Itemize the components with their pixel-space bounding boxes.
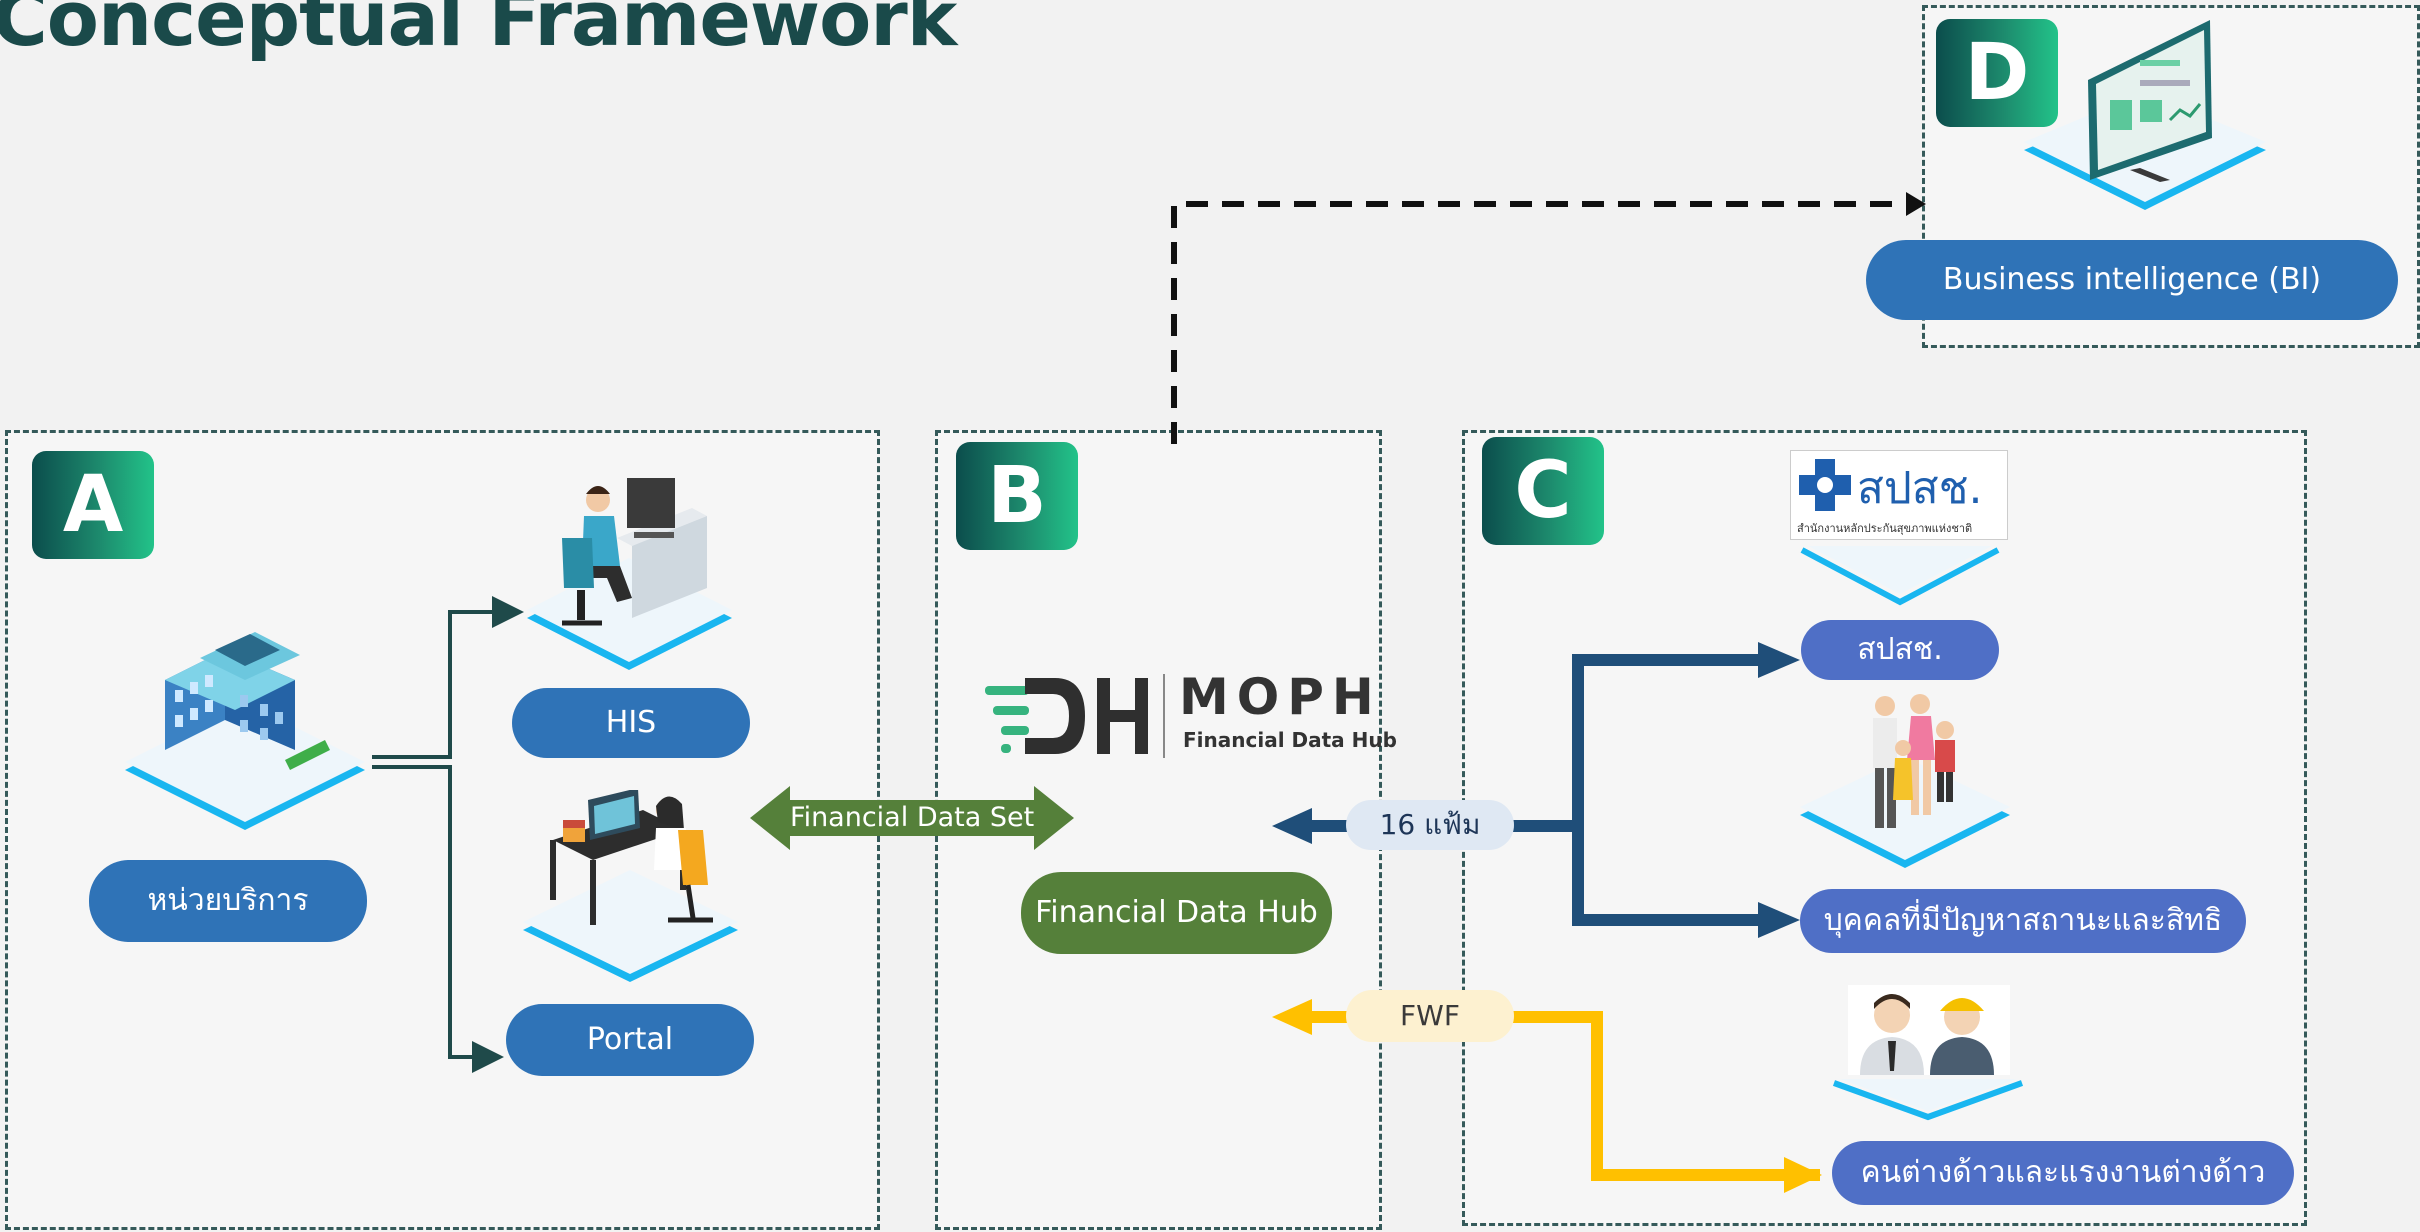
foreign-workers-button[interactable]: คนต่างด้าวและแรงงานต่างด้าว xyxy=(1832,1141,2294,1205)
badge-b: B xyxy=(956,442,1078,550)
badge-d: D xyxy=(1936,19,2058,127)
nhso-cross-icon xyxy=(1799,459,1851,511)
portal-button[interactable]: Portal xyxy=(506,1004,754,1076)
nhso-button[interactable]: สปสช. xyxy=(1801,620,1999,680)
nhso-logo: สปสช. สำนักงานหลักประกันสุขภาพแห่งชาติ xyxy=(1790,450,2008,540)
nhso-logo-text: สปสช. xyxy=(1857,463,1983,514)
family-group-icon xyxy=(1800,694,2010,868)
bi-dashed-connector xyxy=(1171,192,1926,444)
badge-c: C xyxy=(1482,437,1604,545)
fdh-mark-icon xyxy=(985,678,1148,754)
financial-data-hub-button[interactable]: Financial Data Hub xyxy=(1021,872,1332,954)
nhso-platform-icon xyxy=(1800,546,2000,606)
office-worker-computer-icon xyxy=(527,478,732,670)
bi-button[interactable]: Business intelligence (BI) xyxy=(1866,240,2398,320)
page-title: Conceptual Framework xyxy=(0,0,957,63)
his-button[interactable]: HIS xyxy=(512,688,750,758)
fdh-moph-logo: MOPH Financial Data Hub xyxy=(985,668,1397,768)
financial-data-set-arrow xyxy=(750,786,1074,850)
panel-a xyxy=(5,430,880,1230)
bi-dashboard-icon xyxy=(2024,20,2266,210)
sixteen-files-label: 16 แฟ้ม xyxy=(1346,800,1514,850)
moph-logo-subtext: Financial Data Hub xyxy=(1183,728,1397,752)
badge-a: A xyxy=(32,451,154,559)
financial-data-set-label: Financial Data Set xyxy=(790,802,1035,833)
fwf-label: FWF xyxy=(1346,990,1514,1042)
stateless-persons-button[interactable]: บุคคลที่มีปัญหาสถานะและสิทธิ xyxy=(1800,889,2246,953)
service-unit-connector xyxy=(372,596,524,1073)
portal-user-laptop-icon xyxy=(523,790,738,982)
service-unit-label: หน่วยบริการ xyxy=(89,860,367,942)
moph-logo-text: MOPH xyxy=(1179,668,1382,726)
workers-icon xyxy=(1830,985,2026,1140)
logo-divider xyxy=(1163,674,1165,758)
hospital-building-icon xyxy=(125,632,365,830)
nhso-logo-subtext: สำนักงานหลักประกันสุขภาพแห่งชาติ xyxy=(1797,522,1973,535)
